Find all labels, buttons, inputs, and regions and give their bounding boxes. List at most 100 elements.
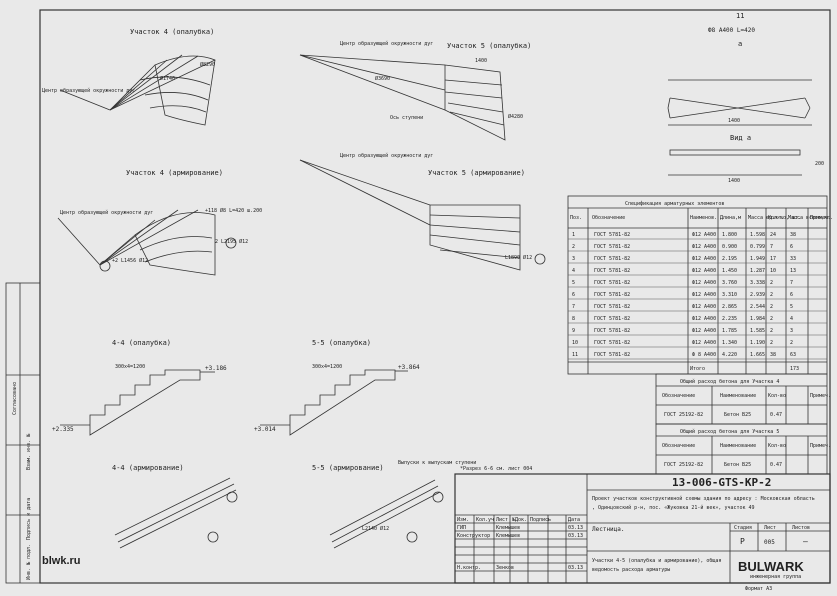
spec-cell: 2 [770, 328, 773, 334]
spec-cell: 38 [770, 352, 776, 358]
note-center-d: Центр образующей окружности дуг [340, 152, 433, 159]
spec-cell: 3.310 [722, 292, 737, 298]
side-agreed: Согласовано [12, 382, 18, 415]
h-list: Лист [496, 517, 508, 523]
side-sign-date: Подпись и дата [26, 498, 32, 540]
company-logo: BULWARK [738, 559, 804, 574]
bar11-a: a [738, 40, 742, 48]
h-doc: №Док. [512, 517, 527, 523]
sheet-title-line1: Участки 4-5 (опалубка и армирование), об… [592, 557, 721, 564]
conc5-c0: ГОСТ 25192-82 [664, 462, 703, 468]
spec-cell: ГОСТ 5781-82 [594, 280, 630, 286]
view-title-55-formwork: 5-5 (опалубка) [312, 339, 371, 347]
side-replace: Взам. инв. № [26, 434, 32, 470]
spec-cell: 9 [572, 328, 575, 334]
spec-cell: 2.939 [750, 292, 765, 298]
spec-cell: ГОСТ 5781-82 [594, 352, 630, 358]
spec-cell: 1.340 [722, 340, 737, 346]
spec-cell: Ф12 А400 [692, 304, 716, 310]
side-inv: Инв. № подл. [26, 544, 32, 580]
spec-cell: ГОСТ 5781-82 [594, 232, 630, 238]
spec-cell: ГОСТ 5781-82 [594, 268, 630, 274]
spec-cell: ГОСТ 5781-82 [594, 256, 630, 262]
conc4-c2: 0.47 [770, 412, 782, 418]
r3-date: 03.13 [568, 565, 583, 571]
note-center-a: Центр образующей окружности дуг [42, 87, 135, 94]
h-sign: Подпись [530, 517, 551, 523]
spec-cell: 2 [770, 316, 773, 322]
spec-cell: Ф12 А400 [692, 244, 716, 250]
spec-cell: 4.220 [722, 352, 737, 358]
spec-cell: Ф12 А400 [692, 316, 716, 322]
spec-cell: 1.785 [722, 328, 737, 334]
spec-cell: ГОСТ 5781-82 [594, 244, 630, 250]
view-title-4-formwork: Участок 4 (опалубка) [130, 28, 214, 36]
spec-cell: 7 [572, 304, 575, 310]
spec-header-cell: Кол-во, шт. [768, 215, 801, 221]
rebar-note-3: L1890 Ø12 [505, 254, 532, 261]
spec-cell: 2 [770, 340, 773, 346]
spec-cell: Ф12 А400 [692, 256, 716, 262]
spec-cell: ГОСТ 5781-82 [594, 340, 630, 346]
spec-header-cell: Наименов. [690, 215, 717, 221]
h-izm: Изм. [457, 517, 469, 523]
spec-cell: 4 [572, 268, 575, 274]
spec-cell: Ф12 А400 [692, 340, 716, 346]
conc5-title: Общий расход бетона для Участка 5 [680, 428, 779, 435]
spec-cell: 2 [790, 340, 793, 346]
spec-cell: 6 [790, 292, 793, 298]
spec-cell: 3 [790, 328, 793, 334]
spec-cell: 63 [790, 352, 796, 358]
conc4-h1: Наименование [720, 393, 756, 399]
spec-cell: 2 [770, 304, 773, 310]
spec-cell: 4 [790, 316, 793, 322]
sheet-value: 005 [764, 539, 775, 546]
company-sub: инженерная группа [750, 574, 801, 580]
view-title-5-rebar: Участок 5 (армирование) [428, 169, 525, 177]
spec-cell: 1.800 [722, 232, 737, 238]
view-title-55-rebar: 5-5 (армирование) [312, 464, 384, 472]
spec-cell: 2.195 [722, 256, 737, 262]
spec-cell: 1.598 [750, 232, 765, 238]
r2-name: Клемышев [496, 533, 520, 539]
spec-cell: ГОСТ 5781-82 [594, 292, 630, 298]
spec-title: Спецификация арматурных элементов [625, 201, 724, 207]
part-title: Лестница. [592, 526, 625, 533]
spec-total: 173 [790, 366, 799, 372]
level-3: +3.864 [398, 364, 420, 371]
spec-header-cell: Масса всего,кг. [788, 215, 833, 221]
spec-cell: 7 [770, 244, 773, 250]
spec-cell: 2.544 [750, 304, 765, 310]
view-title-4-rebar: Участок 4 (армирование) [126, 169, 223, 177]
spec-cell: 24 [770, 232, 776, 238]
spec-cell: 0.799 [750, 244, 765, 250]
spec-cell: 11 [572, 352, 578, 358]
spec-header-cell: Длина,м [720, 215, 741, 221]
project-line2: , Одинцовский р-н, пос. «Жуковка 21-й ве… [592, 505, 755, 511]
r3-role: Н.контр. [457, 565, 481, 571]
sheets-value: – [803, 537, 808, 546]
spec-cell: Ф12 А400 [692, 292, 716, 298]
conc4-title: Общий расход бетона для Участка 4 [680, 378, 779, 385]
spec-header-cell: Масса ед.кг. [748, 215, 784, 221]
spec-cell: 1.949 [750, 256, 765, 262]
conc4-c1: Бетон В25 [724, 412, 751, 418]
note-center-c: Центр образующей окружности дуг [60, 209, 153, 216]
spec-cell: 0.900 [722, 244, 737, 250]
spec-cell: 8 [572, 316, 575, 322]
spec-cell: 1.287 [750, 268, 765, 274]
conc4-h2: Кол-во [768, 393, 786, 399]
level-1: +3.186 [205, 365, 227, 372]
level-2: +2.335 [52, 426, 74, 433]
dim-4: Ø4280 [508, 113, 523, 120]
sheet-title-line2: ведомость расхода арматуры [592, 567, 670, 573]
r2-role: Конструктор [457, 533, 490, 539]
spec-cell: 1.665 [750, 352, 765, 358]
sheets-header: Листов [792, 525, 810, 531]
dim-1: Ø8290 [200, 61, 215, 68]
sheet-header: Лист [764, 525, 776, 531]
rebar-note-1: +2 L1456 Ø12 [112, 257, 148, 264]
r2-date: 03.13 [568, 533, 583, 539]
